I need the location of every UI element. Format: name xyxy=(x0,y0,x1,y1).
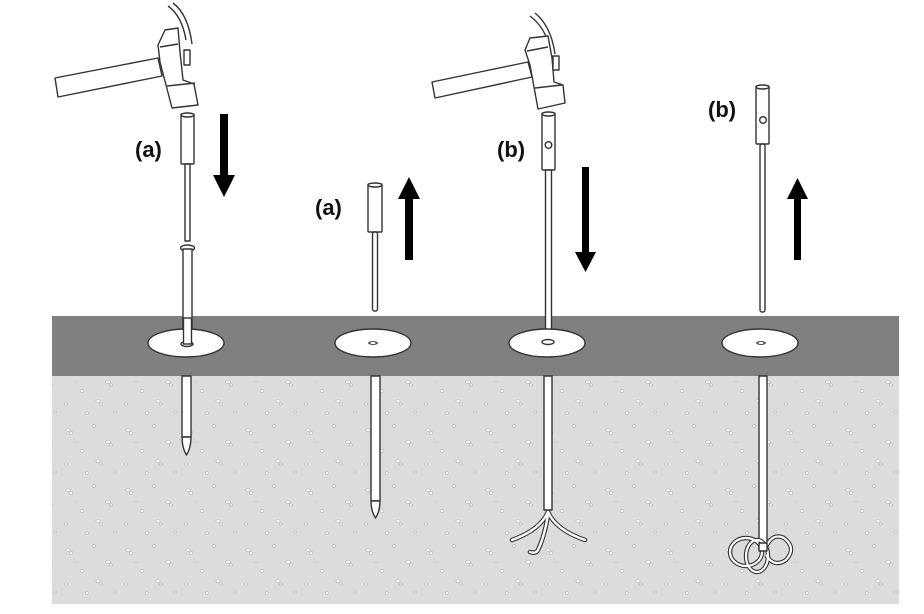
stage-1: (a) xyxy=(54,2,235,456)
arrow-down-icon xyxy=(575,167,596,272)
driver-rod xyxy=(367,182,383,312)
washer xyxy=(334,328,412,358)
driver-rod xyxy=(755,84,770,313)
soil-layer xyxy=(52,376,899,604)
pointed-anchor-icon xyxy=(181,375,192,456)
stage-3: (b) xyxy=(431,12,596,555)
stage-2: (a) xyxy=(315,177,420,519)
hammer-icon xyxy=(431,12,566,110)
washer xyxy=(508,328,586,358)
arrow-up-icon xyxy=(398,177,420,260)
stage-4: (b) xyxy=(708,84,808,575)
pointed-anchor-icon xyxy=(370,375,381,519)
stage-label: (b) xyxy=(497,137,525,162)
stage-label: (b) xyxy=(708,97,736,122)
washer xyxy=(721,328,799,358)
driver-rod xyxy=(541,111,556,341)
spread-prong-anchor-icon xyxy=(509,375,588,555)
curled-prong-anchor-icon xyxy=(727,375,794,575)
driver-rod xyxy=(180,112,195,242)
stage-label: (a) xyxy=(315,195,342,220)
arrow-up-icon xyxy=(787,178,808,260)
washer xyxy=(147,317,225,358)
hammer-icon xyxy=(54,2,199,109)
stage-label: (a) xyxy=(135,137,162,162)
arrow-down-icon xyxy=(213,114,235,197)
